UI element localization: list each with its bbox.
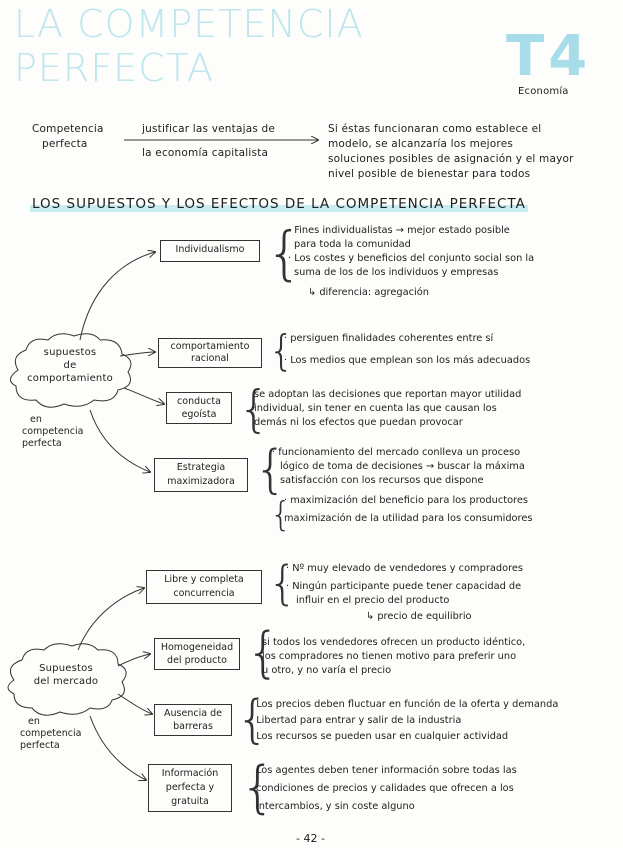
cloud-market-caption: en competencia perfecta xyxy=(20,716,82,751)
no-barriers-notes: · Los precios deben fluctuar en función … xyxy=(250,699,559,742)
box-free-competition: Libre y completa concurrencia xyxy=(146,570,262,604)
definition-arrow-caption-top: justificar las ventajas de xyxy=(142,123,276,135)
definition-arrow-caption-bottom: la economía capitalista xyxy=(142,147,269,159)
definition-text: Si éstas funcionaran como establece el m… xyxy=(328,123,574,180)
page-number: - 42 - xyxy=(296,832,325,845)
product-homogeneity-notes: si todos los vendedores ofrecen un produ… xyxy=(262,637,526,676)
cloud-market xyxy=(7,643,127,716)
definition-term: Competencia perfecta xyxy=(32,123,104,150)
subject-label: Economía xyxy=(518,86,569,97)
cloud-behavior-caption: en competencia perfecta xyxy=(22,414,84,449)
box-rational-behavior: comportamiento racional xyxy=(158,338,262,368)
individualism-notes: · Fines individualistas → mejor estado p… xyxy=(288,225,535,298)
box-maximizing-strategy: Estrategia maximizadora xyxy=(154,458,248,492)
box-no-barriers: Ausencia de barreras xyxy=(154,704,232,736)
section-heading: LOS SUPUESTOS Y LOS EFECTOS DE LA COMPET… xyxy=(30,196,528,212)
cloud-behavior-text: supuestos de comportamiento xyxy=(27,347,113,384)
cloud-behavior xyxy=(10,333,132,408)
title-line-2: PERFECTA xyxy=(14,46,214,90)
perfect-information-notes: Los agentes deben tener información sobr… xyxy=(256,765,517,812)
cloud-market-text: Supuestos del mercado xyxy=(33,663,99,687)
box-selfish-behavior: conducta egoísta xyxy=(166,392,232,424)
free-competition-notes: · Nº muy elevado de vendedores y comprad… xyxy=(286,563,524,622)
rational-behavior-notes: · persiguen finalidades coherentes entre… xyxy=(284,333,531,366)
maximizing-strategy-notes: · funcionamiento del mercado conlleva un… xyxy=(272,447,533,524)
box-individualism: Individualismo xyxy=(160,240,260,262)
selfish-behavior-notes: se adoptan las decisiones que reportan m… xyxy=(254,389,522,428)
box-product-homogeneity: Homogeneidad del producto xyxy=(154,638,240,670)
title-line-1: LA COMPETENCIA xyxy=(14,2,364,46)
page-title: LA COMPETENCIA PERFECTA xyxy=(14,2,364,90)
box-perfect-information: Información perfecta y gratuita xyxy=(148,764,232,812)
topic-tag: T4 xyxy=(506,24,592,89)
